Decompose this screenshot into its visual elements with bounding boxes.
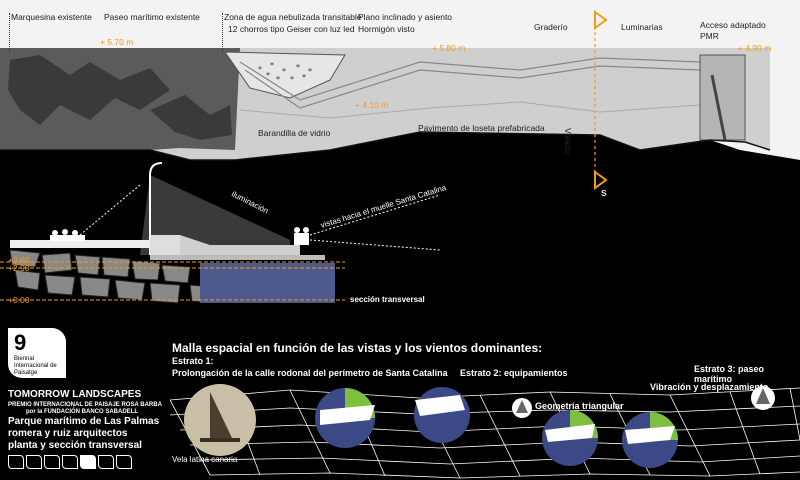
badge-text: Biennal Internacional de Paisatge (14, 356, 57, 376)
svg-text:*: * (302, 73, 306, 82)
svg-text:*: * (276, 75, 280, 84)
label-paseo: Paseo marítimo existente (104, 12, 200, 22)
authors: romera y ruiz arquitectos (8, 428, 128, 439)
label-zona-agua: Zona de agua nebulizada transitable (224, 12, 362, 22)
level-0-00: +0.00 (8, 295, 30, 305)
label-pavimento: Pavimento de loseta prefabricada (418, 123, 545, 133)
plan-drawing: *** *** *** (0, 0, 800, 190)
svg-text:*: * (258, 65, 262, 74)
level-2-90: +2.90 (8, 263, 30, 273)
level-3-60: +3.60 (8, 255, 30, 265)
project-name: Parque marítimo de Las Palmas (8, 416, 160, 427)
diagram-title: Malla espacial en función de las vistas … (172, 341, 543, 355)
svg-text:*: * (308, 67, 312, 76)
mesh-diagram (170, 384, 800, 479)
elevation-5-80: + 5.80 m (432, 43, 466, 53)
label-plano: Plano inclinado y asiento (358, 12, 453, 22)
elevation-5-70: + 5.70 m (100, 37, 134, 47)
estrato3: Estrato 3: paseo marítimo (694, 364, 765, 384)
vibracion-label: Vibración y desplazamiento (650, 382, 769, 392)
svg-text:*: * (282, 67, 286, 76)
label-barandilla: Barandilla de vidrio (258, 128, 331, 138)
vela-label: Vela latina canaria (172, 455, 238, 464)
section-marker: S (601, 188, 607, 198)
credits-fundacion: por la FUNDACIÓN BANCO SABADELL (26, 409, 138, 415)
credits-premio: PREMIO INTERNACIONAL DE PAISAJE ROSA BAR… (8, 402, 162, 408)
geometria-label: Geometría triangular (535, 401, 624, 411)
section-caption: sección transversal (350, 295, 425, 304)
svg-text:*: * (266, 71, 270, 80)
section-drawing (0, 162, 441, 304)
estrato1-title: Estrato 1: (172, 356, 214, 366)
elevation-4-10: + 4.10 m (355, 100, 389, 110)
estrato2: Estrato 2: equipamientos (460, 368, 568, 378)
label-acceso-2: PMR (700, 31, 719, 41)
svg-text:*: * (270, 61, 274, 70)
plan-view: *** *** *** Marquesina existente Paseo m… (0, 0, 800, 200)
label-zona-agua-2: 12 chorros tipo Geiser con luz led (228, 24, 355, 34)
section-view: iluminación vistas hacia el muelle Santa… (0, 155, 800, 310)
label-marquesina: Marquesina existente (11, 12, 92, 22)
estrato1-desc: Prolongación de la calle rodonal del per… (172, 368, 448, 378)
label-plano-2: Hormigón visto (358, 24, 415, 34)
biennal-badge: 9 Biennal Internacional de Paisatge (8, 328, 66, 378)
elevation-4-90: + 4.90 m (738, 43, 772, 53)
label-acceso: Acceso adaptado (700, 20, 766, 30)
svg-text:*: * (296, 63, 300, 72)
label-graderio: Graderío (534, 22, 568, 32)
sheet-title: planta y sección transversal (8, 440, 142, 451)
svg-text:*: * (290, 75, 294, 84)
credits-title: TOMORROW LANDSCAPES (8, 389, 142, 400)
badge-number: 9 (14, 330, 27, 355)
label-luminarias: Luminarias (621, 22, 663, 32)
label-volado: Volado (563, 128, 573, 154)
